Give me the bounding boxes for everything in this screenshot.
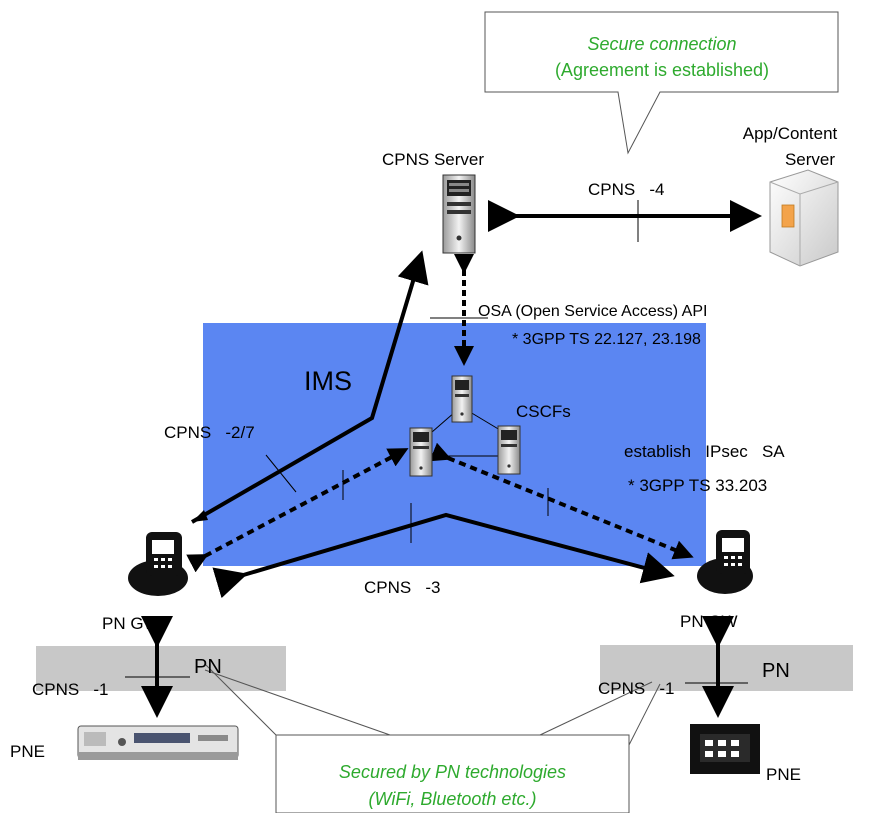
osa-api-label: OSA (Open Service Access) API [478,303,708,320]
cscf-server-right-icon [497,425,521,475]
cpns3-link [212,512,675,599]
pn-gw-left-icon [128,532,188,596]
pn-tech-subtitle: (WiFi, Bluetooth etc.) [368,789,537,809]
ipsec-label: establish IPsec SA [624,442,785,461]
cscf-server-top-icon [451,375,473,423]
secure-connection-title: Secure connection [587,34,737,54]
cpns-server-label: CPNS Server [382,150,485,169]
ims-label: IMS [304,366,353,396]
cpns3-label: CPNS -3 [364,578,441,597]
pn-tech-title: Secured by PN technologies [338,762,567,782]
ipsec-link-right [429,442,694,560]
cpns4-label: CPNS -4 [588,180,665,199]
app-server-label-line2: Server [784,150,836,169]
secure-connection-subtitle: (Agreement is established) [554,60,770,80]
secure-connection-callout [484,11,839,155]
app-content-server-icon [769,169,839,267]
pne-right-monitor-icon [690,724,760,774]
ipsec-link-left [186,448,409,573]
cpns1-right-label: CPNS -1 [598,679,675,698]
cpns27-label: CPNS -2/7 [164,423,255,442]
osa-spec-label: * 3GPP TS 22.127, 23.198 [512,331,701,348]
pne-left-label: PNE [10,742,45,761]
pn-left-label: PN [194,656,222,678]
app-server-label-line1: App/Content [742,124,838,143]
pn-right-label: PN [762,660,790,682]
pne-left-recorder-icon [77,725,239,760]
ipsec-spec-label: * 3GPP TS 33.203 [628,476,768,495]
pn-technologies-callout [275,734,630,813]
pn-gw-left-label: PN GW [102,614,160,633]
pn-gw-right-label: PN GW [680,612,738,631]
cscfs-label: CSCFs [516,402,571,421]
cpns1-left-label: CPNS -1 [32,680,109,699]
pn-gw-right-icon [697,530,753,594]
cscf-server-left-icon [409,427,433,477]
pne-right-label: PNE [766,765,801,784]
cpns-server-icon [442,174,476,254]
